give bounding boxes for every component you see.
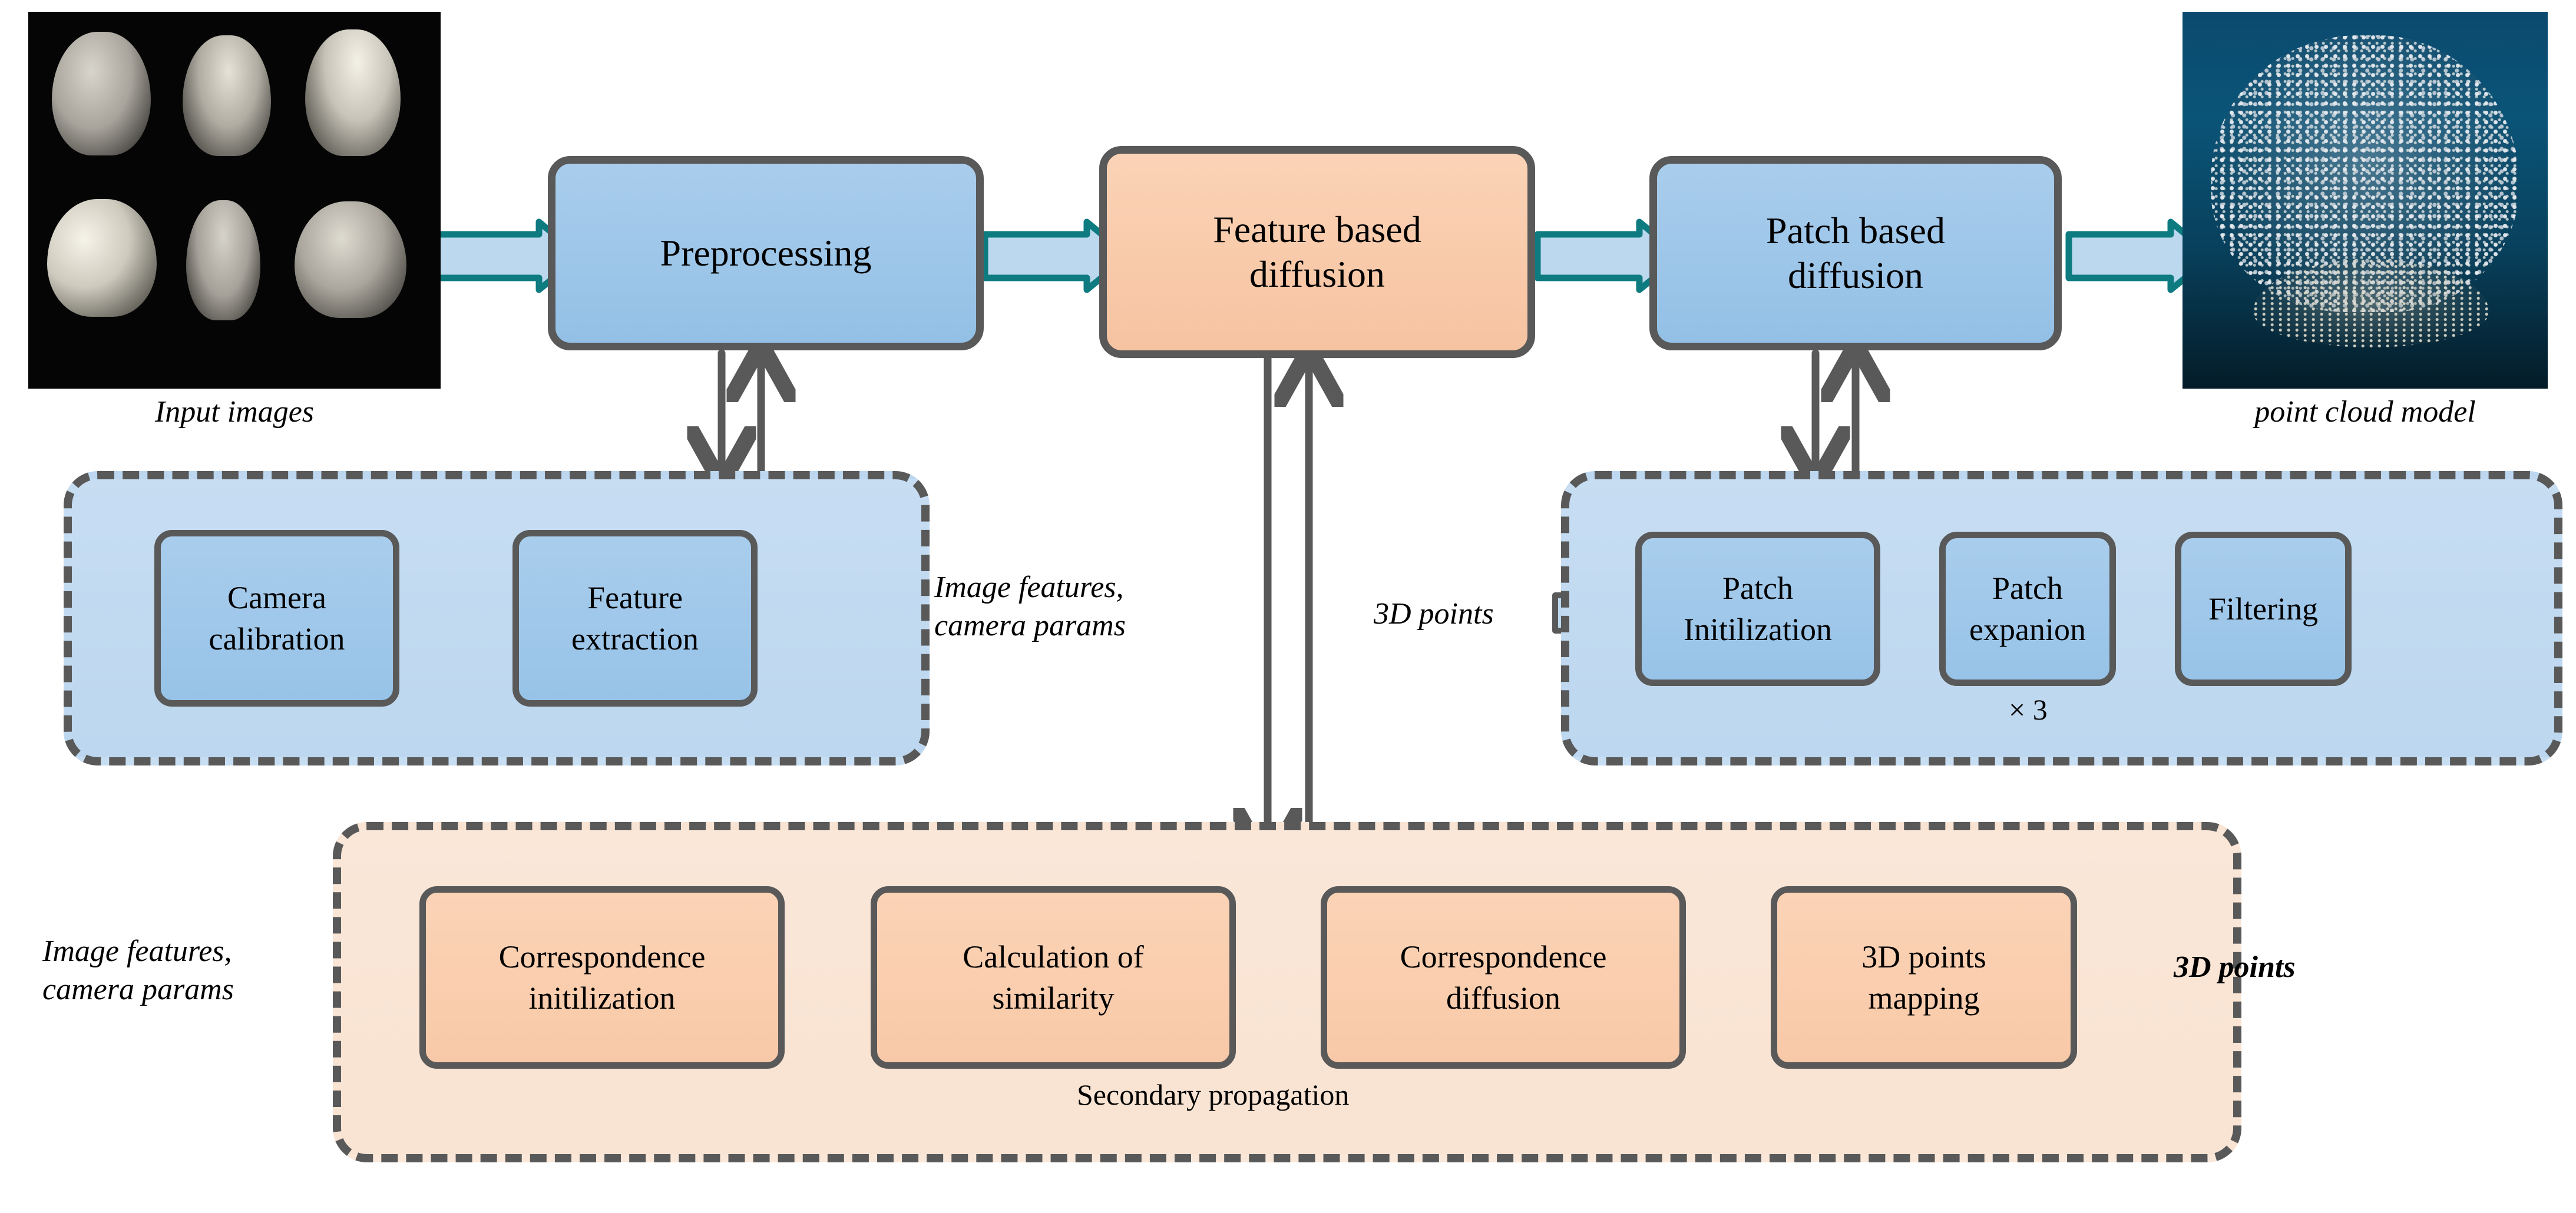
step-patch-expanion[interactable]: Patch expanion [1939,532,2116,686]
point-cloud-panel: point cloud model [2183,12,2548,429]
step-feature-extraction-label: Feature extraction [571,579,699,657]
step-patch-initilization-label: Patch Initilization [1684,570,1832,647]
step-filtering[interactable]: Filtering [2175,532,2352,686]
stage-patch-based-diffusion[interactable]: Patch based diffusion [1649,156,2062,350]
point-cloud-base [2253,259,2489,347]
steg-view-3 [305,29,401,156]
patch-group-connectors [1816,353,1856,475]
step-feature-extraction[interactable]: Feature extraction [512,530,758,707]
point-cloud-frame [2183,12,2548,389]
steg-view-6 [295,201,406,318]
step-patch-expanion-label: Patch expanion [1969,570,2086,647]
step-filtering-label: Filtering [2208,591,2318,627]
label-preprocessing-output: Image features, camera params [934,571,1126,642]
stage-patch-based-diffusion-label: Patch based diffusion [1766,210,1945,296]
input-images-frame [28,12,441,389]
label-patch-input-3d-points: 3D points [1374,597,1494,631]
step-3d-points-mapping-label: 3D points mapping [1861,939,1986,1016]
step-correspondence-initilization-label: Correspondence initilization [498,939,706,1016]
step-camera-calibration-label: Camera calibration [209,579,345,657]
label-patch-loop-count: × 3 [2009,693,2048,726]
step-correspondence-initilization[interactable]: Correspondence initilization [419,886,785,1069]
point-cloud-caption: point cloud model [2254,395,2476,429]
step-3d-points-mapping[interactable]: 3D points mapping [1771,886,2077,1069]
stage-feature-based-diffusion[interactable]: Feature based diffusion [1099,146,1535,358]
label-secondary-propagation: Secondary propagation [1077,1078,1350,1111]
steg-view-2 [183,35,271,156]
input-images-panel: Input images [28,12,441,429]
input-images-caption: Input images [154,395,315,429]
step-calculation-of-similarity[interactable]: Calculation of similarity [871,886,1236,1069]
step-camera-calibration[interactable]: Camera calibration [154,530,399,707]
step-calculation-of-similarity-label: Calculation of similarity [963,939,1144,1016]
preprocessing-group-connectors [722,353,761,475]
feature-group-connectors [1268,358,1309,857]
label-feature-output-3d-points: 3D points [2174,950,2296,984]
step-patch-initilization[interactable]: Patch Initilization [1635,532,1880,686]
steg-view-5 [186,200,260,320]
step-correspondence-diffusion[interactable]: Correspondence diffusion [1321,886,1686,1069]
stage-preprocessing-label: Preprocessing [660,232,872,274]
input-images-grid [28,12,441,389]
point-cloud-render [2183,12,2548,389]
stage-preprocessing[interactable]: Preprocessing [548,156,984,350]
step-correspondence-diffusion-label: Correspondence diffusion [1400,939,1607,1016]
steg-view-1 [52,32,151,155]
stage-feature-based-diffusion-label: Feature based diffusion [1213,208,1421,295]
label-feature-input-params: Image features, camera params [42,934,234,1006]
steg-view-4 [47,199,157,317]
